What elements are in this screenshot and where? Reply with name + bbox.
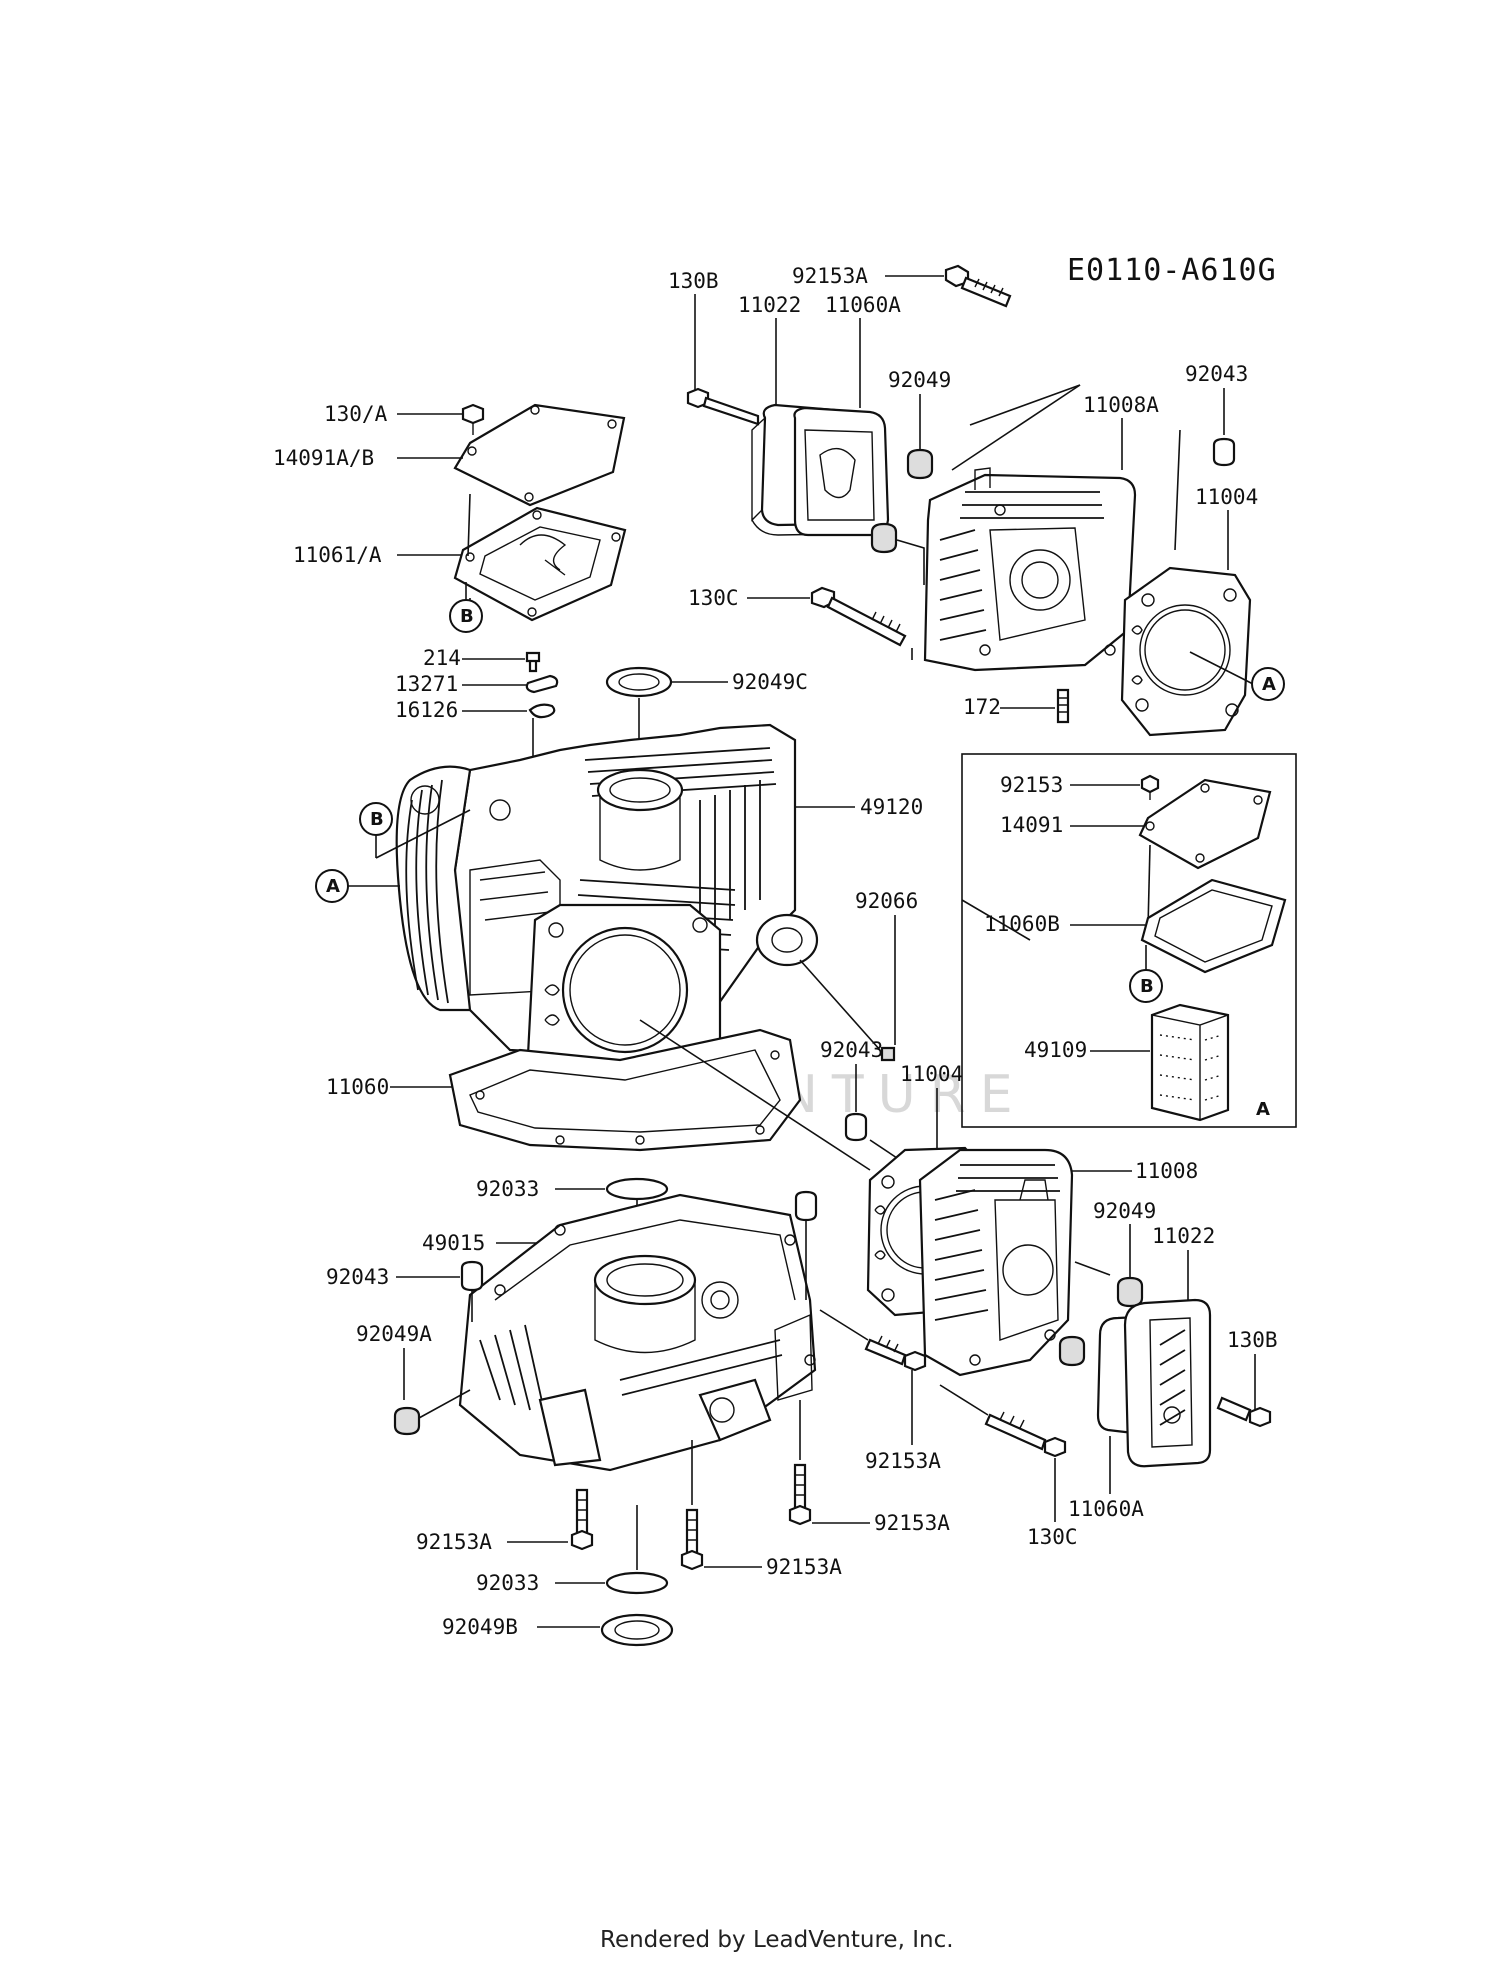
callout-b-box: [1129, 969, 1163, 1003]
callout-a-left-text: A: [326, 876, 340, 897]
valve-cover-gasket-11060a-top[interactable]: [793, 406, 890, 537]
label-130c-top: 130C: [688, 586, 739, 610]
label-92043-mid: 92043: [820, 1038, 883, 1062]
label-11060a-top: 11060A: [825, 293, 901, 317]
circlip-92033-low[interactable]: [605, 1571, 669, 1595]
bolt-92153a-r[interactable]: [788, 1504, 812, 1526]
dowel-92049-mid-b[interactable]: [1058, 1335, 1086, 1367]
label-92049b: 92049B: [442, 1615, 518, 1639]
label-92066: 92066: [855, 889, 918, 913]
dowel-92043-mid[interactable]: [844, 1112, 868, 1142]
bolt-130a[interactable]: [461, 403, 485, 425]
cover-14091-box[interactable]: [1138, 778, 1272, 870]
callout-b-top: [449, 599, 483, 633]
label-49109-box: 49109: [1024, 1038, 1087, 1062]
label-92153a-l: 92153A: [416, 1530, 492, 1554]
breather-gasket-11061a[interactable]: [453, 506, 627, 622]
plate-13271[interactable]: [525, 674, 559, 694]
label-14091-box: 14091: [1000, 813, 1063, 837]
dowel-92049-mid-a[interactable]: [1116, 1276, 1144, 1308]
callout-b-box-text: B: [1140, 976, 1154, 997]
label-11008a: 11008A: [1083, 393, 1159, 417]
label-92153a-mid: 92153A: [865, 1449, 941, 1473]
label-16126: 16126: [395, 698, 458, 722]
label-92043-low: 92043: [326, 1265, 389, 1289]
breather-cover-14091ab[interactable]: [453, 403, 626, 507]
bolt-92153a-c[interactable]: [680, 1549, 704, 1571]
label-11060a-low: 11060A: [1068, 1497, 1144, 1521]
label-92033-top: 92033: [476, 1177, 539, 1201]
crankcase-49120[interactable]: [395, 723, 819, 1077]
label-92049c: 92049C: [732, 670, 808, 694]
crankcase-cover-49015[interactable]: [458, 1193, 817, 1472]
plug-92066[interactable]: [880, 1046, 896, 1062]
label-172: 172: [963, 695, 1001, 719]
valve-cover-11022-mid[interactable]: [1123, 1298, 1212, 1468]
label-130b-top: 130B: [668, 269, 719, 293]
inset-box-a: [961, 753, 1297, 1128]
dowel-92043-low[interactable]: [460, 1260, 484, 1292]
label-11060: 11060: [326, 1075, 389, 1099]
label-92049-mid: 92049: [1093, 1199, 1156, 1223]
label-49120: 49120: [860, 795, 923, 819]
callout-a-top-text: A: [1262, 674, 1276, 695]
diagram-code: E0110-A610G: [1067, 253, 1277, 288]
dowel-92049a[interactable]: [393, 1406, 421, 1436]
label-92153a-c: 92153A: [766, 1555, 842, 1579]
label-130c-low: 130C: [1027, 1525, 1078, 1549]
dowel-92043-top[interactable]: [1212, 437, 1236, 467]
label-130b-mid: 130B: [1227, 1328, 1278, 1352]
dowel-92049-top-b[interactable]: [870, 522, 898, 554]
dowel-92049-top-a[interactable]: [906, 448, 934, 480]
seal-16126[interactable]: [528, 703, 556, 719]
label-11004-mid: 11004: [900, 1062, 963, 1086]
callout-b-top-text: B: [460, 606, 474, 627]
dowel-92043-low-b[interactable]: [794, 1190, 818, 1222]
head-gasket-11004-top[interactable]: [1120, 566, 1252, 737]
bolt-92153a-mid[interactable]: [903, 1350, 927, 1372]
bolt-130b-mid[interactable]: [1248, 1406, 1272, 1428]
label-11008: 11008: [1135, 1159, 1198, 1183]
circlip-92033-top[interactable]: [605, 1177, 669, 1201]
gasket-11060b-box[interactable]: [1140, 878, 1287, 974]
label-49015: 49015: [422, 1231, 485, 1255]
bolt-130c-low[interactable]: [1043, 1436, 1067, 1458]
label-11004-top: 11004: [1195, 485, 1258, 509]
screw-214[interactable]: [525, 651, 541, 673]
breather-cover-group: [453, 403, 627, 622]
label-11022-top: 11022: [738, 293, 801, 317]
stud-172[interactable]: [1056, 688, 1070, 724]
label-130a: 130/A: [324, 402, 388, 426]
label-92049a: 92049A: [356, 1322, 432, 1346]
label-92153a-top: 92153A: [792, 264, 868, 288]
label-11061a: 11061/A: [293, 543, 382, 567]
label-92049-top: 92049: [888, 368, 951, 392]
label-11022-mid: 11022: [1152, 1224, 1215, 1248]
label-92033-low: 92033: [476, 1571, 539, 1595]
label-13271: 13271: [395, 672, 458, 696]
label-92153a-r: 92153A: [874, 1511, 950, 1535]
cylinder-head-11008a[interactable]: [923, 467, 1137, 672]
air-filter-element-49109[interactable]: [1150, 1003, 1230, 1122]
label-11060b-box: 11060B: [984, 912, 1060, 936]
oil-seal-92049b[interactable]: [600, 1613, 674, 1647]
label-214: 214: [423, 646, 461, 670]
label-92153-box: 92153: [1000, 773, 1063, 797]
label-92043-top: 92043: [1185, 362, 1248, 386]
bolt-92153-box[interactable]: [1140, 774, 1160, 794]
cylinder-head-11008[interactable]: [918, 1148, 1074, 1377]
footer-text: Rendered by LeadVenture, Inc.: [600, 1927, 954, 1953]
oil-seal-92049c[interactable]: [605, 666, 673, 698]
label-14091ab: 14091A/B: [273, 446, 374, 470]
callout-b-left-text: B: [370, 809, 384, 830]
callout-a-top: [1251, 667, 1285, 701]
inset-box-a-label: A: [1256, 1099, 1270, 1120]
bolt-92153a-l[interactable]: [570, 1529, 594, 1551]
